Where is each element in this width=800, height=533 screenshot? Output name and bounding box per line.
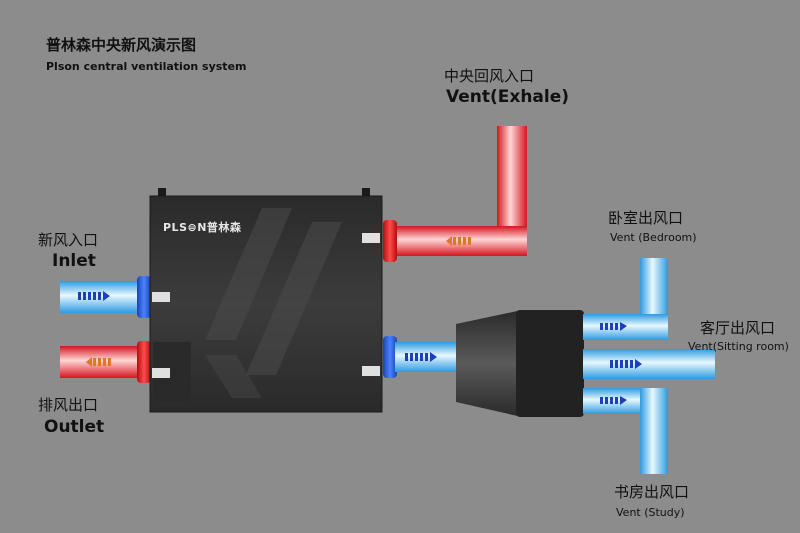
exhale-duct	[395, 126, 527, 256]
page-title: 普林森中央新风演示图	[46, 36, 197, 54]
inlet-label-cn: 新风入口	[38, 231, 99, 249]
arrow-right-icon	[600, 322, 627, 331]
inlet-label-en: Inlet	[52, 251, 96, 271]
sitting-label-cn: 客厅出风口	[700, 319, 776, 337]
study-label-en: Vent (Study)	[616, 506, 685, 519]
arrow-right-icon	[405, 352, 437, 362]
exhale-label-cn: 中央回风入口	[444, 67, 535, 85]
outlet-label-cn: 排风出口	[38, 396, 99, 414]
exhale-flange	[383, 220, 397, 262]
arrow-left-icon	[446, 236, 471, 246]
sitting-label-en: Vent(Sitting room)	[688, 340, 789, 353]
study-branch-duct	[583, 388, 668, 474]
sitting-branch-duct	[583, 349, 715, 379]
outlet-label-en: Outlet	[44, 417, 105, 437]
bedroom-branch-duct	[583, 258, 668, 340]
ventilation-unit	[149, 188, 383, 413]
outlet-duct	[60, 341, 151, 383]
brand-logo: PLS⊜N普林森	[163, 221, 242, 234]
bedroom-label-en: Vent (Bedroom)	[610, 231, 697, 244]
study-label-cn: 书房出风口	[614, 483, 690, 501]
arrow-right-icon	[600, 396, 627, 405]
page-subtitle: Plson central ventilation system	[46, 60, 247, 73]
port-label-tag	[152, 233, 380, 378]
arrow-right-icon	[610, 359, 642, 369]
bedroom-label-cn: 卧室出风口	[608, 209, 684, 227]
arrow-left-icon	[86, 357, 111, 367]
air-distributor	[456, 310, 584, 417]
arrow-right-icon	[78, 291, 110, 301]
exhale-label-en: Vent(Exhale)	[446, 87, 570, 107]
